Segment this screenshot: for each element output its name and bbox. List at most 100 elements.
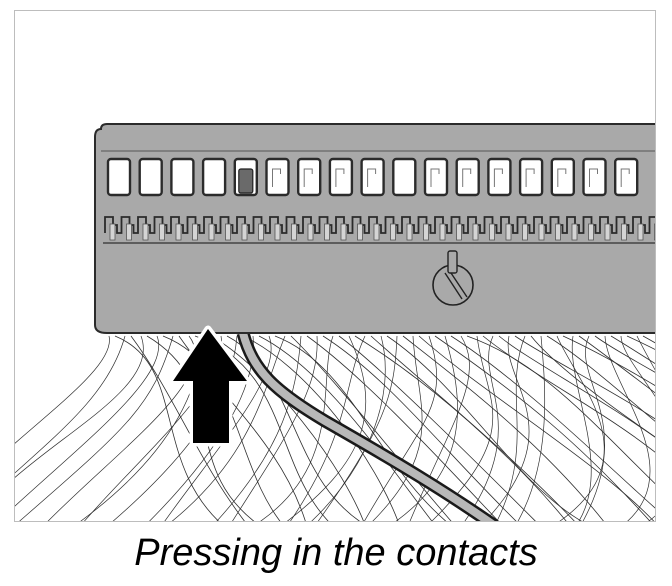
contact-cavity: [265, 157, 290, 197]
contact-cavity: [360, 157, 385, 197]
terminal-slot: [571, 223, 578, 241]
figure-caption: Pressing in the contacts: [134, 532, 538, 574]
terminal-slot: [555, 223, 561, 241]
terminal-slot: [192, 223, 198, 241]
contact-pin-outline: [335, 168, 345, 187]
terminal-slot: [390, 223, 396, 241]
contact-cavity: [614, 157, 639, 197]
wire-line: [594, 335, 655, 373]
wire-line: [216, 335, 302, 521]
contact-cavity: [106, 157, 132, 197]
contact-cavity-row: [106, 157, 639, 197]
wire-line: [274, 335, 447, 521]
wire-line: [482, 335, 655, 453]
contact-cavity: [392, 157, 417, 197]
terminal-slot: [324, 223, 330, 241]
terminal-slot: [241, 223, 248, 241]
terminal-slot: [621, 223, 627, 241]
wire-line: [130, 335, 245, 521]
wire-line: [517, 335, 546, 521]
contact-pin-outline: [430, 168, 440, 187]
contact-cavity: [550, 157, 575, 197]
wire-line: [450, 335, 655, 509]
wire-line: [530, 335, 655, 438]
press-arrow: [173, 329, 247, 443]
lock-tab-slash: [444, 272, 463, 300]
wire-line: [604, 335, 651, 521]
contact-pin-outline: [272, 168, 281, 187]
terminal-slot: [489, 223, 495, 241]
contact-cavity: [297, 157, 322, 197]
terminal-slot: [357, 223, 363, 241]
wire-line: [338, 335, 536, 521]
contact-cavity: [582, 157, 607, 197]
wire-line: [15, 335, 144, 478]
terminal-slot: [291, 223, 297, 241]
contact-pin-outline: [462, 168, 472, 187]
wire-line: [15, 335, 110, 444]
terminal-slot: [472, 223, 479, 241]
wire-line: [164, 335, 272, 521]
terminal-slot: [654, 223, 655, 241]
terminal-slot: [126, 223, 132, 241]
wire-line: [582, 335, 605, 521]
terminal-slot: [159, 223, 165, 241]
wire-line: [19, 335, 174, 521]
wire-line: [15, 335, 126, 474]
terminal-slot: [522, 223, 528, 241]
wire-line: [242, 335, 399, 521]
wire-line: [306, 335, 499, 521]
up-arrow-icon: [169, 325, 251, 447]
contact-pin-outline: [557, 168, 567, 187]
contact-pin-outline: [303, 168, 313, 187]
terminal-slot: [373, 223, 380, 241]
wire-line: [418, 335, 655, 521]
terminal-strip: [104, 216, 655, 234]
wire-line: [258, 335, 433, 521]
wire-line: [370, 335, 575, 521]
wire-line: [402, 335, 604, 521]
wire-line: [498, 335, 655, 438]
terminal-slot: [274, 223, 281, 241]
wire-line: [546, 335, 655, 422]
highlighted-wire: [239, 331, 495, 521]
terminal-slot: [340, 223, 347, 241]
lock-tab-stem: [447, 250, 458, 274]
connector-diagram: [15, 123, 655, 521]
lock-tab-slash: [450, 272, 468, 298]
wire-line: [636, 335, 655, 371]
contact-cavity: [423, 157, 449, 197]
contact-cavity: [170, 157, 195, 197]
terminal-slot: [538, 223, 545, 241]
wire-line: [171, 335, 286, 521]
wire-line: [286, 335, 367, 521]
wire-line: [395, 335, 458, 521]
pressed-contact: [238, 168, 254, 194]
terminal-slot: [406, 223, 413, 241]
wire-line: [620, 335, 655, 521]
wire-line: [289, 335, 366, 521]
wire-line: [364, 335, 437, 521]
wire-line: [409, 335, 470, 521]
wire-line: [354, 335, 567, 521]
wire-line: [496, 335, 526, 521]
contact-pin-outline: [620, 168, 630, 187]
wire-line: [232, 335, 318, 521]
terminal-slot: [505, 223, 512, 241]
contact-cavity: [201, 157, 227, 197]
contact-pin-outline: [493, 168, 503, 187]
wire-line: [610, 335, 655, 364]
wire-line: [578, 335, 655, 394]
wire-line: [484, 335, 530, 521]
contact-pin-outline: [367, 168, 377, 187]
contact-cavity: [328, 157, 354, 197]
terminal-slot: [604, 223, 611, 241]
terminal-slot: [225, 223, 231, 241]
illustration-frame: [14, 10, 656, 522]
terminal-slot: [109, 223, 116, 241]
contact-cavity: [455, 157, 480, 197]
terminal-slot: [175, 223, 182, 241]
wire-line: [386, 335, 583, 521]
wire-line: [571, 335, 592, 521]
wire-line: [514, 335, 655, 420]
